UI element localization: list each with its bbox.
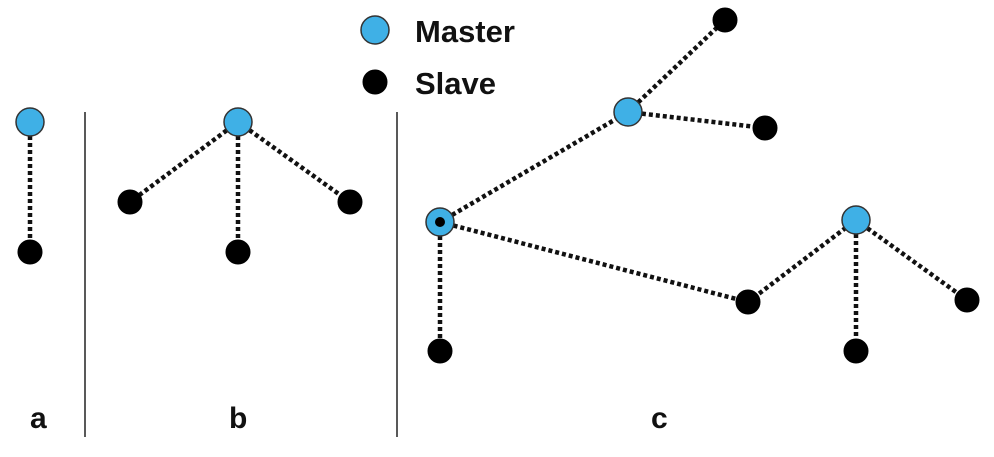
slave-node-b-slave-left: [117, 189, 143, 215]
slave-dot-c-master-bridge: [435, 217, 445, 227]
slave-node-c-slave-top-right: [752, 115, 778, 141]
master-node-b-master: [223, 107, 253, 137]
slave-node-c-slave-bottom-right: [843, 338, 869, 364]
slave-node-b-slave-right: [337, 189, 363, 215]
slave-node-c-slave-top: [712, 7, 738, 33]
legend-slave-icon: [362, 69, 388, 95]
legend-master-icon: [360, 15, 390, 45]
master-node-c-master-top: [613, 97, 643, 127]
master-node-c-master-right: [841, 205, 871, 235]
legend-master-label: Master: [415, 14, 515, 49]
link-c_master_top-to-c_slave_top: [626, 18, 727, 114]
legend-slave-label: Slave: [415, 66, 496, 101]
panel-label-a: a: [30, 402, 47, 435]
slave-node-b-slave-middle: [225, 239, 251, 265]
panel-label-b: b: [229, 402, 247, 435]
panel-label-c: c: [651, 402, 668, 435]
legend: Master Slave: [360, 14, 515, 101]
master-node-a-master: [15, 107, 45, 137]
link-c_master_top-to-c_slave_top_right: [627, 109, 766, 131]
link-b_master-to-b_slave_left: [128, 120, 240, 204]
slave-node-c-slave-bottom-left: [427, 338, 453, 364]
nodes-layer: [15, 7, 980, 364]
slave-node-a-slave: [17, 239, 43, 265]
link-c_slave_middle-to-c_master_right: [746, 218, 858, 304]
link-c_master_right-to-c_slave_far_right: [854, 218, 969, 302]
links-layer: [27, 18, 969, 351]
slave-node-c-slave-far-right: [954, 287, 980, 313]
slave-node-c-slave-middle: [735, 289, 761, 315]
link-b_master-to-b_slave_right: [236, 120, 352, 204]
link-c_master_bridge-to-c_slave_middle: [439, 219, 749, 305]
link-c_master_bridge-to-c_master_top: [438, 110, 630, 224]
